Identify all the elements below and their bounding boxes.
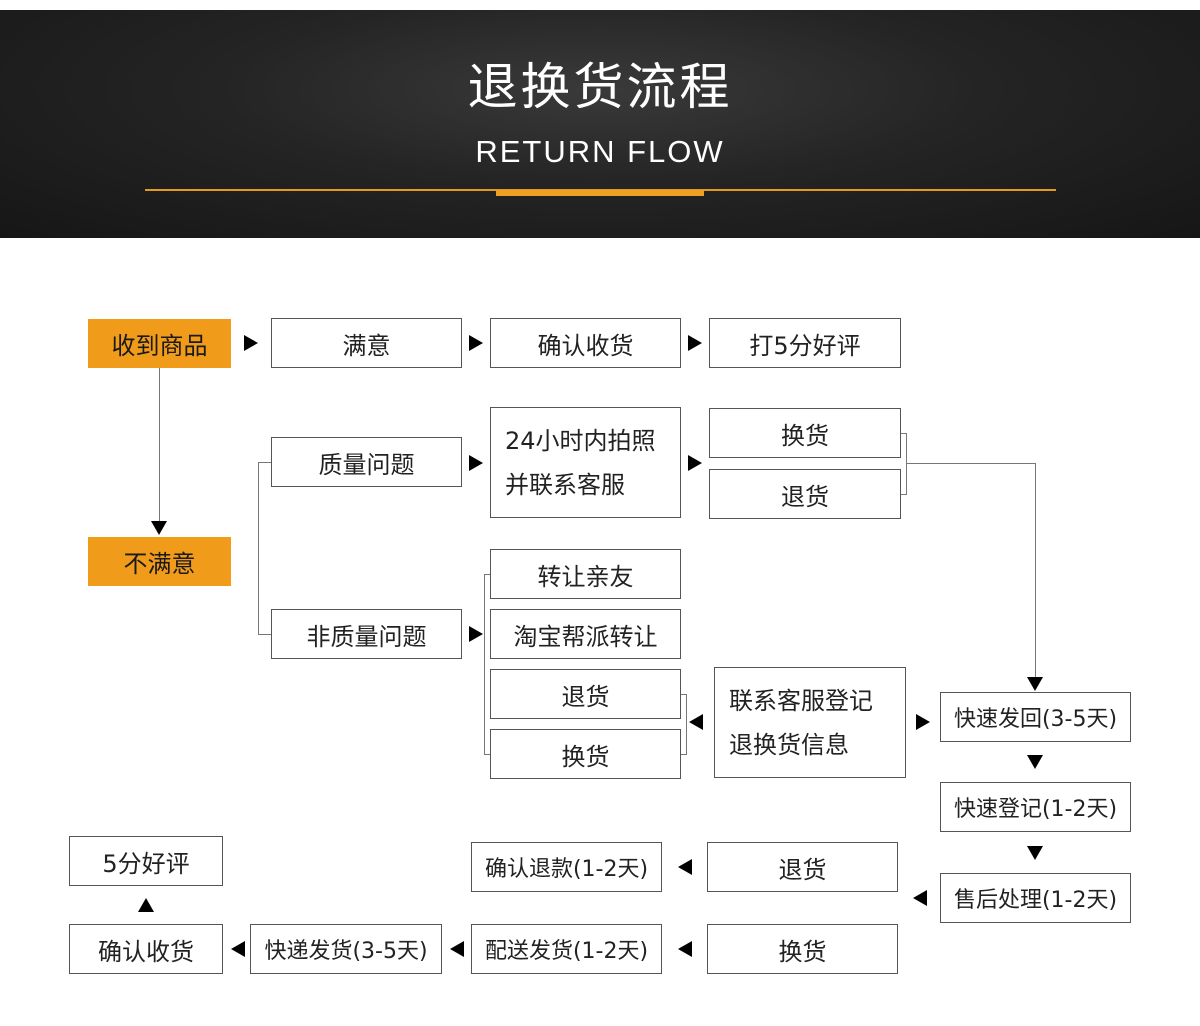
step-quality-issue: 质量问题 xyxy=(271,437,462,487)
connector-bracket-return-exchange-mid-bottom xyxy=(681,754,687,755)
step-photo-contact-line1: 24小时内拍照 xyxy=(505,426,656,455)
arrow-left-icon xyxy=(689,714,703,730)
arrow-down-icon xyxy=(1027,846,1043,860)
page-title: 退换货流程 xyxy=(467,58,733,116)
arrow-left-icon xyxy=(913,890,927,906)
connector-bracket-return-exchange-side xyxy=(906,433,907,495)
step-exchange-top: 换货 xyxy=(709,408,901,458)
connector-bracket-return-exchange-mid-side xyxy=(686,694,687,755)
step-five-star: 打5分好评 xyxy=(709,318,901,368)
connector-bracket-options-top xyxy=(484,574,491,575)
step-register-info-line2: 退换货信息 xyxy=(729,730,849,759)
connector-bracket-return-exchange-top xyxy=(901,433,907,434)
header-banner: 退换货流程 RETURN FLOW xyxy=(0,10,1200,238)
arrow-left-icon xyxy=(450,941,464,957)
step-photo-contact-line2: 并联系客服 xyxy=(505,470,625,499)
step-return-bottom: 退货 xyxy=(707,842,898,892)
step-after-sales: 售后处理(1-2天) xyxy=(940,873,1131,923)
connector-received-to-unsatisfied xyxy=(159,368,160,522)
step-unsatisfied: 不满意 xyxy=(88,537,231,586)
step-return-top: 退货 xyxy=(709,469,901,519)
connector-bracket-return-exchange-mid-top xyxy=(681,694,687,695)
step-confirm-receipt-final: 确认收货 xyxy=(69,924,223,974)
arrow-left-icon xyxy=(678,859,692,875)
step-ship-back: 快速发回(3-5天) xyxy=(940,692,1131,742)
step-register-info-line1: 联系客服登记 xyxy=(729,686,873,715)
connector-bracket-options-bottom xyxy=(484,754,491,755)
arrow-down-icon xyxy=(1027,755,1043,769)
arrow-left-icon xyxy=(678,941,692,957)
connector-bracket-quality xyxy=(258,462,272,463)
step-confirm-receipt: 确认收货 xyxy=(490,318,681,368)
connector-to-ship-back-h xyxy=(906,463,1036,464)
header-divider-accent xyxy=(496,190,704,196)
page-subtitle: RETURN FLOW xyxy=(475,134,725,169)
arrow-right-icon xyxy=(688,335,702,351)
connector-bracket-options-side xyxy=(484,574,485,754)
arrow-right-icon xyxy=(688,455,702,471)
connector-bracket-nonquality xyxy=(258,634,272,635)
arrow-right-icon xyxy=(469,455,483,471)
arrow-down-icon xyxy=(151,521,167,535)
step-transfer-friends: 转让亲友 xyxy=(490,549,681,599)
connector-bracket-return-exchange-bottom xyxy=(901,494,907,495)
step-quick-register: 快速登记(1-2天) xyxy=(940,782,1131,832)
step-satisfied: 满意 xyxy=(271,318,462,368)
arrow-right-icon xyxy=(916,714,930,730)
step-five-star-final: 5分好评 xyxy=(69,836,223,886)
arrow-right-icon xyxy=(469,335,483,351)
arrow-right-icon xyxy=(469,626,483,642)
arrow-up-icon xyxy=(138,898,154,912)
step-express: 快递发货(3-5天) xyxy=(250,924,442,974)
step-non-quality-issue: 非质量问题 xyxy=(271,609,462,659)
arrow-right-icon xyxy=(244,335,258,351)
arrow-down-icon xyxy=(1027,677,1043,691)
step-confirm-refund: 确认退款(1-2天) xyxy=(471,842,662,892)
step-exchange-bottom: 换货 xyxy=(707,924,898,974)
arrow-left-icon xyxy=(231,941,245,957)
step-dispatch: 配送发货(1-2天) xyxy=(471,924,662,974)
step-return-mid: 退货 xyxy=(490,669,681,719)
step-taobao-transfer: 淘宝帮派转让 xyxy=(490,609,681,659)
step-exchange-mid: 换货 xyxy=(490,729,681,779)
step-photo-contact: 24小时内拍照 并联系客服 xyxy=(490,407,681,518)
step-register-info: 联系客服登记 退换货信息 xyxy=(714,667,906,778)
step-received: 收到商品 xyxy=(88,319,231,368)
connector-bracket-issues xyxy=(258,462,259,634)
connector-to-ship-back-v xyxy=(1035,463,1036,677)
